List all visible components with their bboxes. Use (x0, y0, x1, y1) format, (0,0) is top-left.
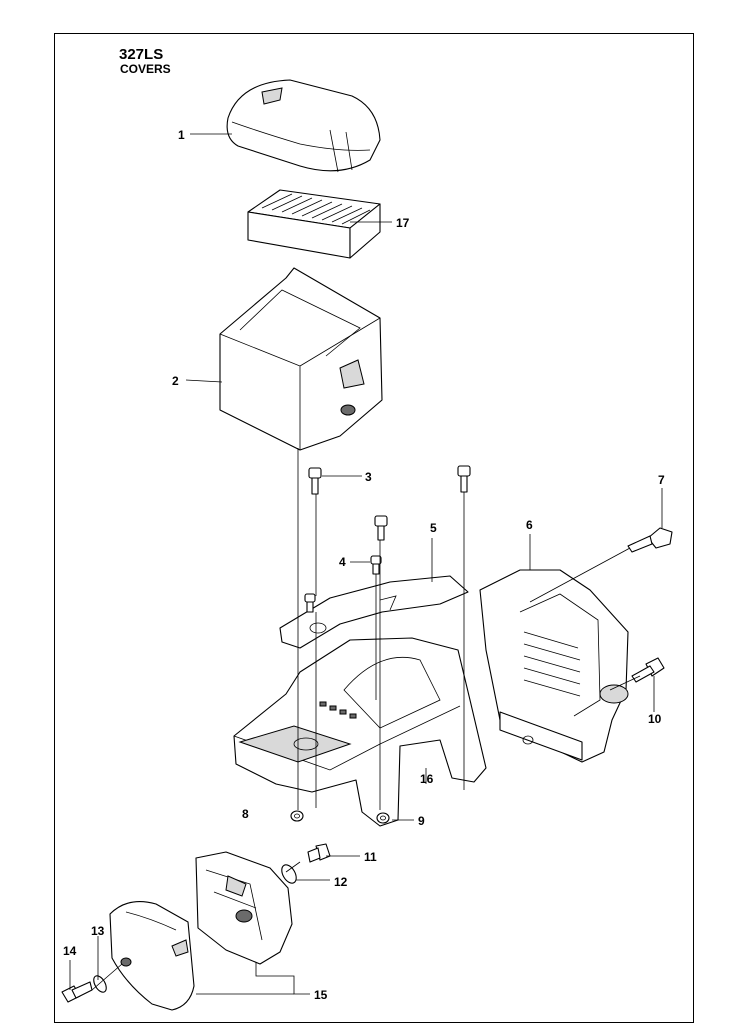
callout-7: 7 (658, 473, 665, 487)
callout-4: 4 (339, 555, 346, 569)
callout-3: 3 (365, 470, 372, 484)
callout-17: 17 (396, 216, 410, 230)
callout-12: 12 (334, 875, 348, 889)
part-13-front-cover (109, 901, 195, 1011)
part-7-screw (627, 527, 673, 553)
callout-5: 5 (430, 521, 437, 535)
part-4-screw (370, 555, 382, 575)
part-4-screw-left (304, 593, 316, 613)
part-5-top-plate (279, 575, 469, 649)
callout-14: 14 (63, 944, 77, 958)
part-4-screw-upper (374, 515, 388, 541)
part-16-cylinder-cover (233, 637, 487, 827)
callout-1: 1 (178, 128, 185, 142)
callout-15: 15 (314, 988, 328, 1002)
callout-13: 13 (91, 924, 105, 938)
part-15-lower-housing (195, 851, 293, 965)
part-14-screw (61, 981, 93, 1003)
part-17-filter-element (247, 189, 381, 259)
model-title: 327LS (119, 46, 164, 63)
callout-10: 10 (648, 712, 662, 726)
callout-8: 8 (242, 807, 249, 821)
part-1-air-filter-cover (226, 79, 381, 173)
callout-numbers: 1 2 3 4 5 6 7 8 9 10 11 12 13 14 15 16 1… (63, 128, 665, 1002)
section-title: COVERS (120, 62, 171, 76)
part-13-o-ring (93, 975, 107, 993)
callout-9: 9 (418, 814, 425, 828)
part-3-screw (308, 467, 322, 495)
callout-16: 16 (420, 772, 434, 786)
callout-2: 2 (172, 374, 179, 388)
part-9-nut (376, 812, 390, 824)
part-3-screw-second (457, 465, 471, 493)
callout-11: 11 (364, 850, 377, 864)
part-12-o-ring (281, 864, 297, 884)
callout-leader-lines (69, 133, 663, 995)
part-10-screw (631, 657, 665, 683)
callout-6: 6 (526, 518, 533, 532)
part-8-nut (290, 810, 304, 822)
part-2-intake-housing (219, 267, 383, 451)
assembly-axis-lines (91, 448, 641, 991)
part-6-side-cover (479, 569, 629, 763)
part-11-screw (307, 843, 331, 863)
